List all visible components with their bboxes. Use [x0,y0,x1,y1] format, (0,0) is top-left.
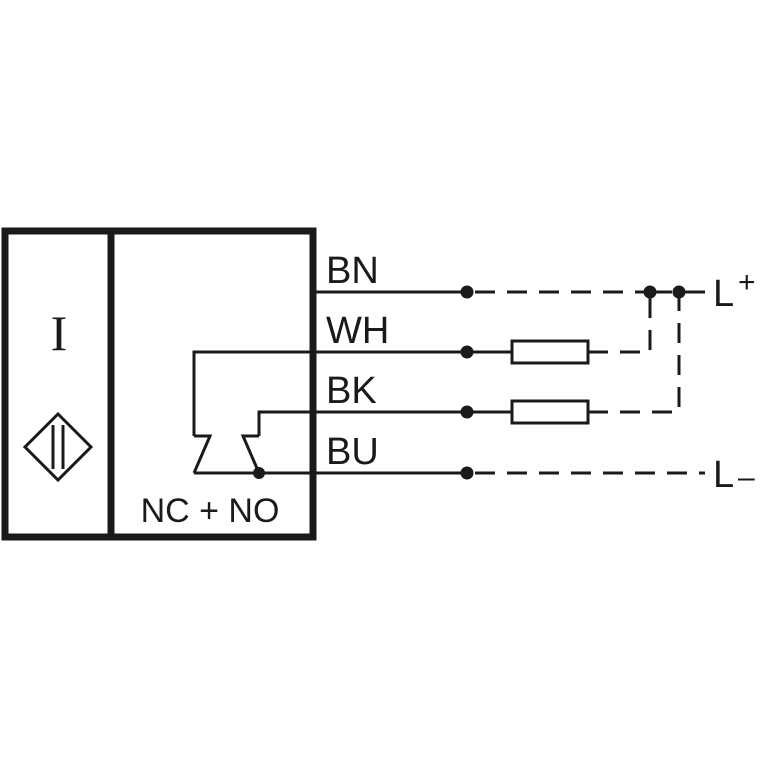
wire-label-wh: WH [326,310,389,352]
terminal-dots [460,285,686,480]
inductive-sensor-diamond-icon [22,411,94,483]
wire-label-bn: BN [326,250,379,292]
common-junction-dot [253,467,265,479]
junction-positive-a [643,285,657,299]
supply-negative-sign: – [738,461,755,494]
wire-label-bk: BK [326,370,377,412]
cable-wires [313,290,467,475]
terminal-bn [460,285,474,299]
dash-wh-load-return [588,298,652,354]
supply-negative-letter: L [713,454,734,496]
load-leads [467,350,512,414]
load-resistor-bk [510,399,590,425]
junction-positive-b [672,285,686,299]
sensor-outline [1,227,317,541]
sensor-type-symbol: I [51,305,68,361]
supply-positive-letter: L [713,273,734,315]
wire-label-bu: BU [326,431,379,473]
supply-positive-sign: + [738,266,756,299]
load-resistor-wh [510,339,590,365]
external-dashed-wiring [475,290,705,475]
sensor-housing [1,227,317,541]
dash-bk-load-return [588,298,681,414]
internal-switch-wiring [192,350,313,475]
output-type-label: NC + NO [141,492,280,530]
terminal-bu [460,466,474,480]
